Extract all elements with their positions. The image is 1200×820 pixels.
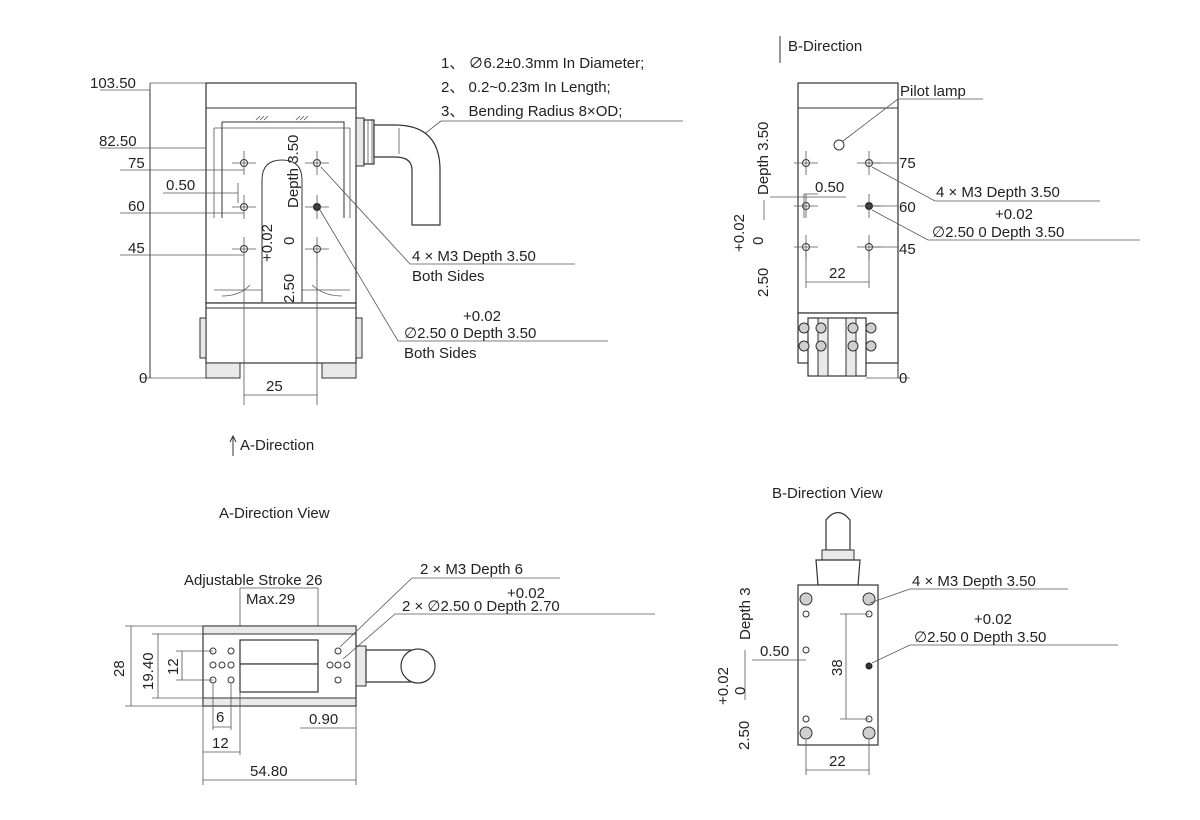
note-2: 2、 0.2~0.23m In Length; [441,79,611,96]
side-dim-0-50: 0.50 [815,179,844,196]
a-view-dim-0-90: 0.90 [309,711,338,728]
side-dim-45: 45 [899,241,916,258]
a-direction-arrow-label: A-Direction [240,437,314,454]
side-tol-zero: 0 [750,237,767,245]
a-view-dim-54-80: 54.80 [250,763,288,780]
b-view-dim-2-50: 2.50 [736,721,753,750]
side-dim-75: 75 [899,155,916,172]
dim-2-50-label: 2.50 [281,274,298,303]
dim-60: 60 [128,198,145,215]
front-callout-m3: 4 × M3 Depth 3.50 [412,248,536,265]
b-view-tol-zero: 0 [732,687,749,695]
a-view-callout-tol: +0.02 [507,585,545,602]
dim-25: 25 [266,378,283,395]
front-callout-hole-tol: +0.02 [463,308,501,325]
tol-plus-label: +0.02 [259,224,276,262]
side-dim-0: 0 [899,370,907,387]
side-body [797,82,899,314]
front-callout-hole: ∅2.50 0 Depth 3.50 [404,325,536,342]
side-depth-label: Depth 3.50 [755,122,772,195]
b-view-callout-hole: ∅2.50 0 Depth 3.50 [914,629,1046,646]
side-dim-22: 22 [829,265,846,282]
b-view-dim-38: 38 [829,659,846,676]
adjustable-stroke-label: Adjustable Stroke 26 [184,572,322,589]
dim-75: 75 [128,155,145,172]
front-view: 103.50 82.50 75 60 45 0 0.50 Depth 3.50 … [90,75,608,456]
dim-45: 45 [128,240,145,257]
front-base [205,302,357,364]
a-view-dim-19-40: 19.40 [140,652,157,690]
b-view-title: B-Direction View [772,485,883,502]
a-view-dim-6: 6 [216,709,224,726]
side-dim-60: 60 [899,199,916,216]
a-view-callout-m3: 2 × M3 Depth 6 [420,561,523,578]
b-view-dim-22: 22 [829,753,846,770]
dim-103-50: 103.50 [90,75,136,92]
side-callout-hole-tol: +0.02 [995,206,1033,223]
a-view-dim-12-vertical: 12 [165,658,182,675]
cable [373,124,441,226]
note-3: 3、 Bending Radius 8×OD; [441,103,622,120]
b-view-tol-plus: +0.02 [715,667,732,705]
max-stroke-label: Max.29 [246,591,295,608]
tol-zero-label: 0 [281,237,298,245]
a-view-title: A-Direction View [219,505,330,522]
note-1: 1、 ∅6.2±0.3mm In Diameter; [441,55,644,72]
notes-block: 1、 ∅6.2±0.3mm In Diameter; 2、 0.2~0.23m … [403,55,683,151]
dim-82-50: 82.50 [99,133,137,150]
side-callout-hole: ∅2.50 0 Depth 3.50 [932,224,1064,241]
a-view-dim-28: 28 [111,660,128,677]
side-view: B-Direction Pilot lamp 75 60 45 0 4 × M [731,36,1140,387]
b-view-callout-tol: +0.02 [974,611,1012,628]
b-view-callout-m3: 4 × M3 Depth 3.50 [912,573,1036,590]
pilot-lamp-icon [833,139,845,151]
front-callout-hole-sides: Both Sides [404,345,477,362]
side-tol-plus: +0.02 [731,214,748,252]
a-view-dim-12-horizontal: 12 [212,735,229,752]
a-direction-view: A-Direction View Adjustable Stroke 26 Ma… [111,505,655,785]
a-view-callout-hole: 2 × ∅2.50 0 Depth 2.70 [402,598,560,615]
depth-3-50-label: Depth 3.50 [285,135,302,208]
side-callout-m3: 4 × M3 Depth 3.50 [936,184,1060,201]
b-view-depth-3: Depth 3 [737,587,754,640]
pilot-lamp-label: Pilot lamp [900,83,966,100]
dim-0: 0 [139,370,147,387]
b-direction-label: B-Direction [788,38,862,55]
side-dim-2-50: 2.50 [755,268,772,297]
b-direction-view: B-Direction View 38 4 × M3 Depth 3.50 +0… [715,485,1118,775]
front-callout-m3-sides: Both Sides [412,268,485,285]
dim-0-50: 0.50 [166,177,195,194]
b-view-dim-0-50: 0.50 [760,643,789,660]
b-view-body [797,584,879,746]
